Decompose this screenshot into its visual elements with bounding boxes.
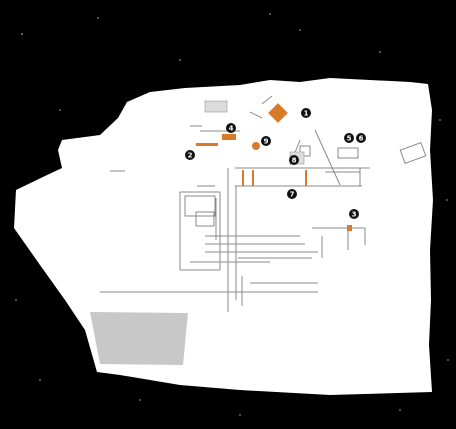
marker-label: 4 xyxy=(229,125,234,133)
background-stars xyxy=(15,13,449,416)
highlighted-areas xyxy=(196,103,352,231)
marker-label: 1 xyxy=(304,110,309,118)
marker-9[interactable]: 9 xyxy=(261,136,271,146)
marker-7[interactable]: 7 xyxy=(287,189,297,199)
marker-label: 9 xyxy=(264,138,269,146)
highlight-building-1 xyxy=(268,103,288,123)
marker-label: 6 xyxy=(359,135,364,143)
highlight-column-7a xyxy=(242,170,244,186)
highlight-column-7b xyxy=(252,170,254,186)
marker-4[interactable]: 4 xyxy=(226,123,236,133)
highlight-bar-2 xyxy=(196,143,218,146)
marker-1[interactable]: 1 xyxy=(301,108,311,118)
highlight-building-3 xyxy=(347,225,352,231)
structure-lines xyxy=(100,95,427,312)
highlight-column-7c xyxy=(305,170,307,186)
marker-2[interactable]: 2 xyxy=(185,150,195,160)
marker-label: 8 xyxy=(292,157,297,165)
highlight-circle-9 xyxy=(252,142,260,150)
highlight-building-4 xyxy=(222,134,236,140)
marker-8[interactable]: 8 xyxy=(289,155,299,165)
marker-label: 7 xyxy=(290,191,295,199)
parking-lot xyxy=(90,312,188,365)
marker-label: 2 xyxy=(188,152,193,160)
marker-6[interactable]: 6 xyxy=(356,133,366,143)
marker-label: 5 xyxy=(347,135,352,143)
marker-label: 3 xyxy=(352,211,357,219)
marker-5[interactable]: 5 xyxy=(344,133,354,143)
marker-3[interactable]: 3 xyxy=(349,209,359,219)
